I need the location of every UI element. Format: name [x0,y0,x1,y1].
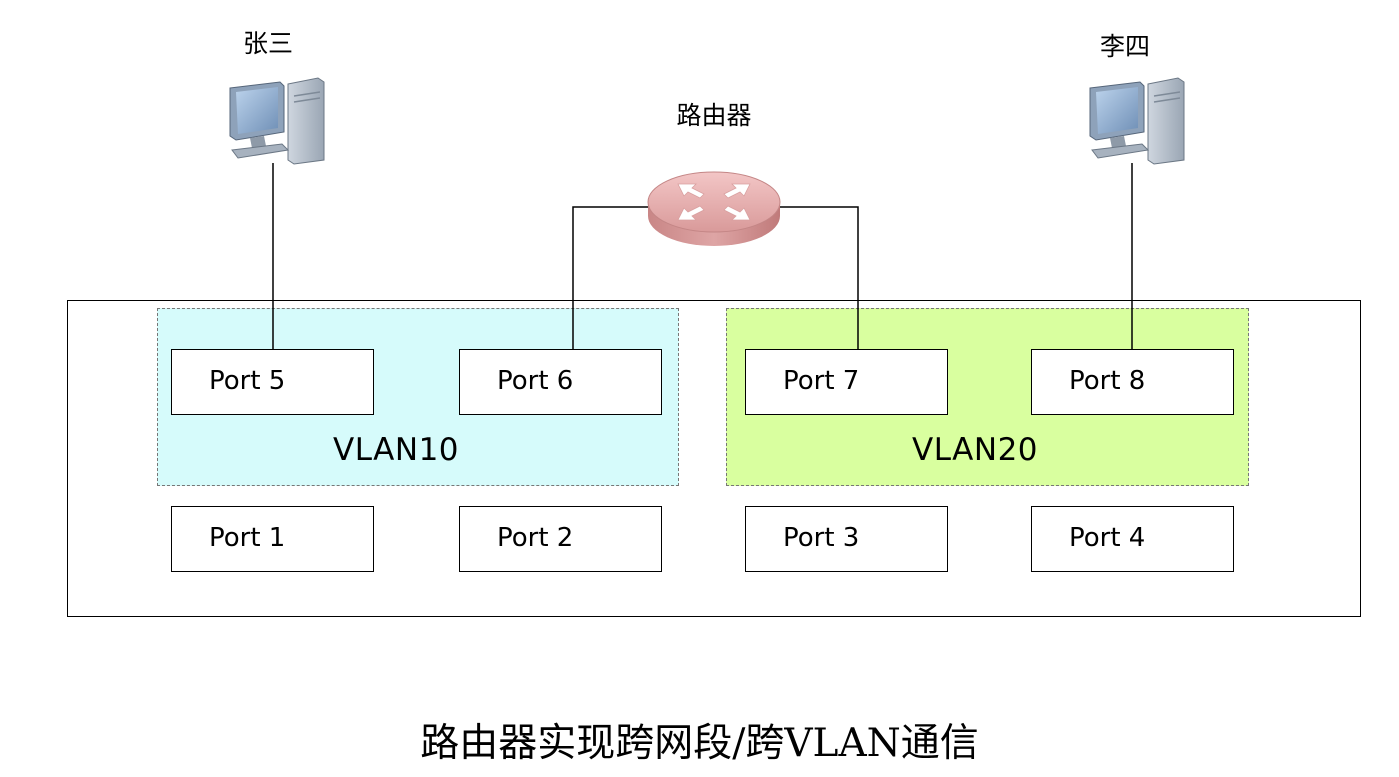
wire-router-port6 [572,206,650,349]
diagram-caption: 路由器实现跨网段/跨VLAN通信 [420,721,979,766]
port-4: Port 4 [1031,506,1234,572]
router-label: 路由器 [676,101,752,130]
port-2: Port 2 [459,506,662,572]
wire-router-port7 [776,206,859,349]
switch-enclosure [67,300,1361,617]
host-right-label: 李四 [1099,32,1150,61]
desktop-computer-icon [229,77,325,165]
port-3: Port 3 [745,506,948,572]
host-left-label: 张三 [242,29,293,58]
router-icon [647,171,781,246]
port-8: Port 8 [1031,349,1234,415]
port-5: Port 5 [171,349,374,415]
vlan20-label: VLAN20 [911,432,1039,468]
vlan10-label: VLAN10 [332,432,460,468]
port-1: Port 1 [171,506,374,572]
desktop-computer-icon [1089,77,1185,165]
port-6: Port 6 [459,349,662,415]
port-7: Port 7 [745,349,948,415]
